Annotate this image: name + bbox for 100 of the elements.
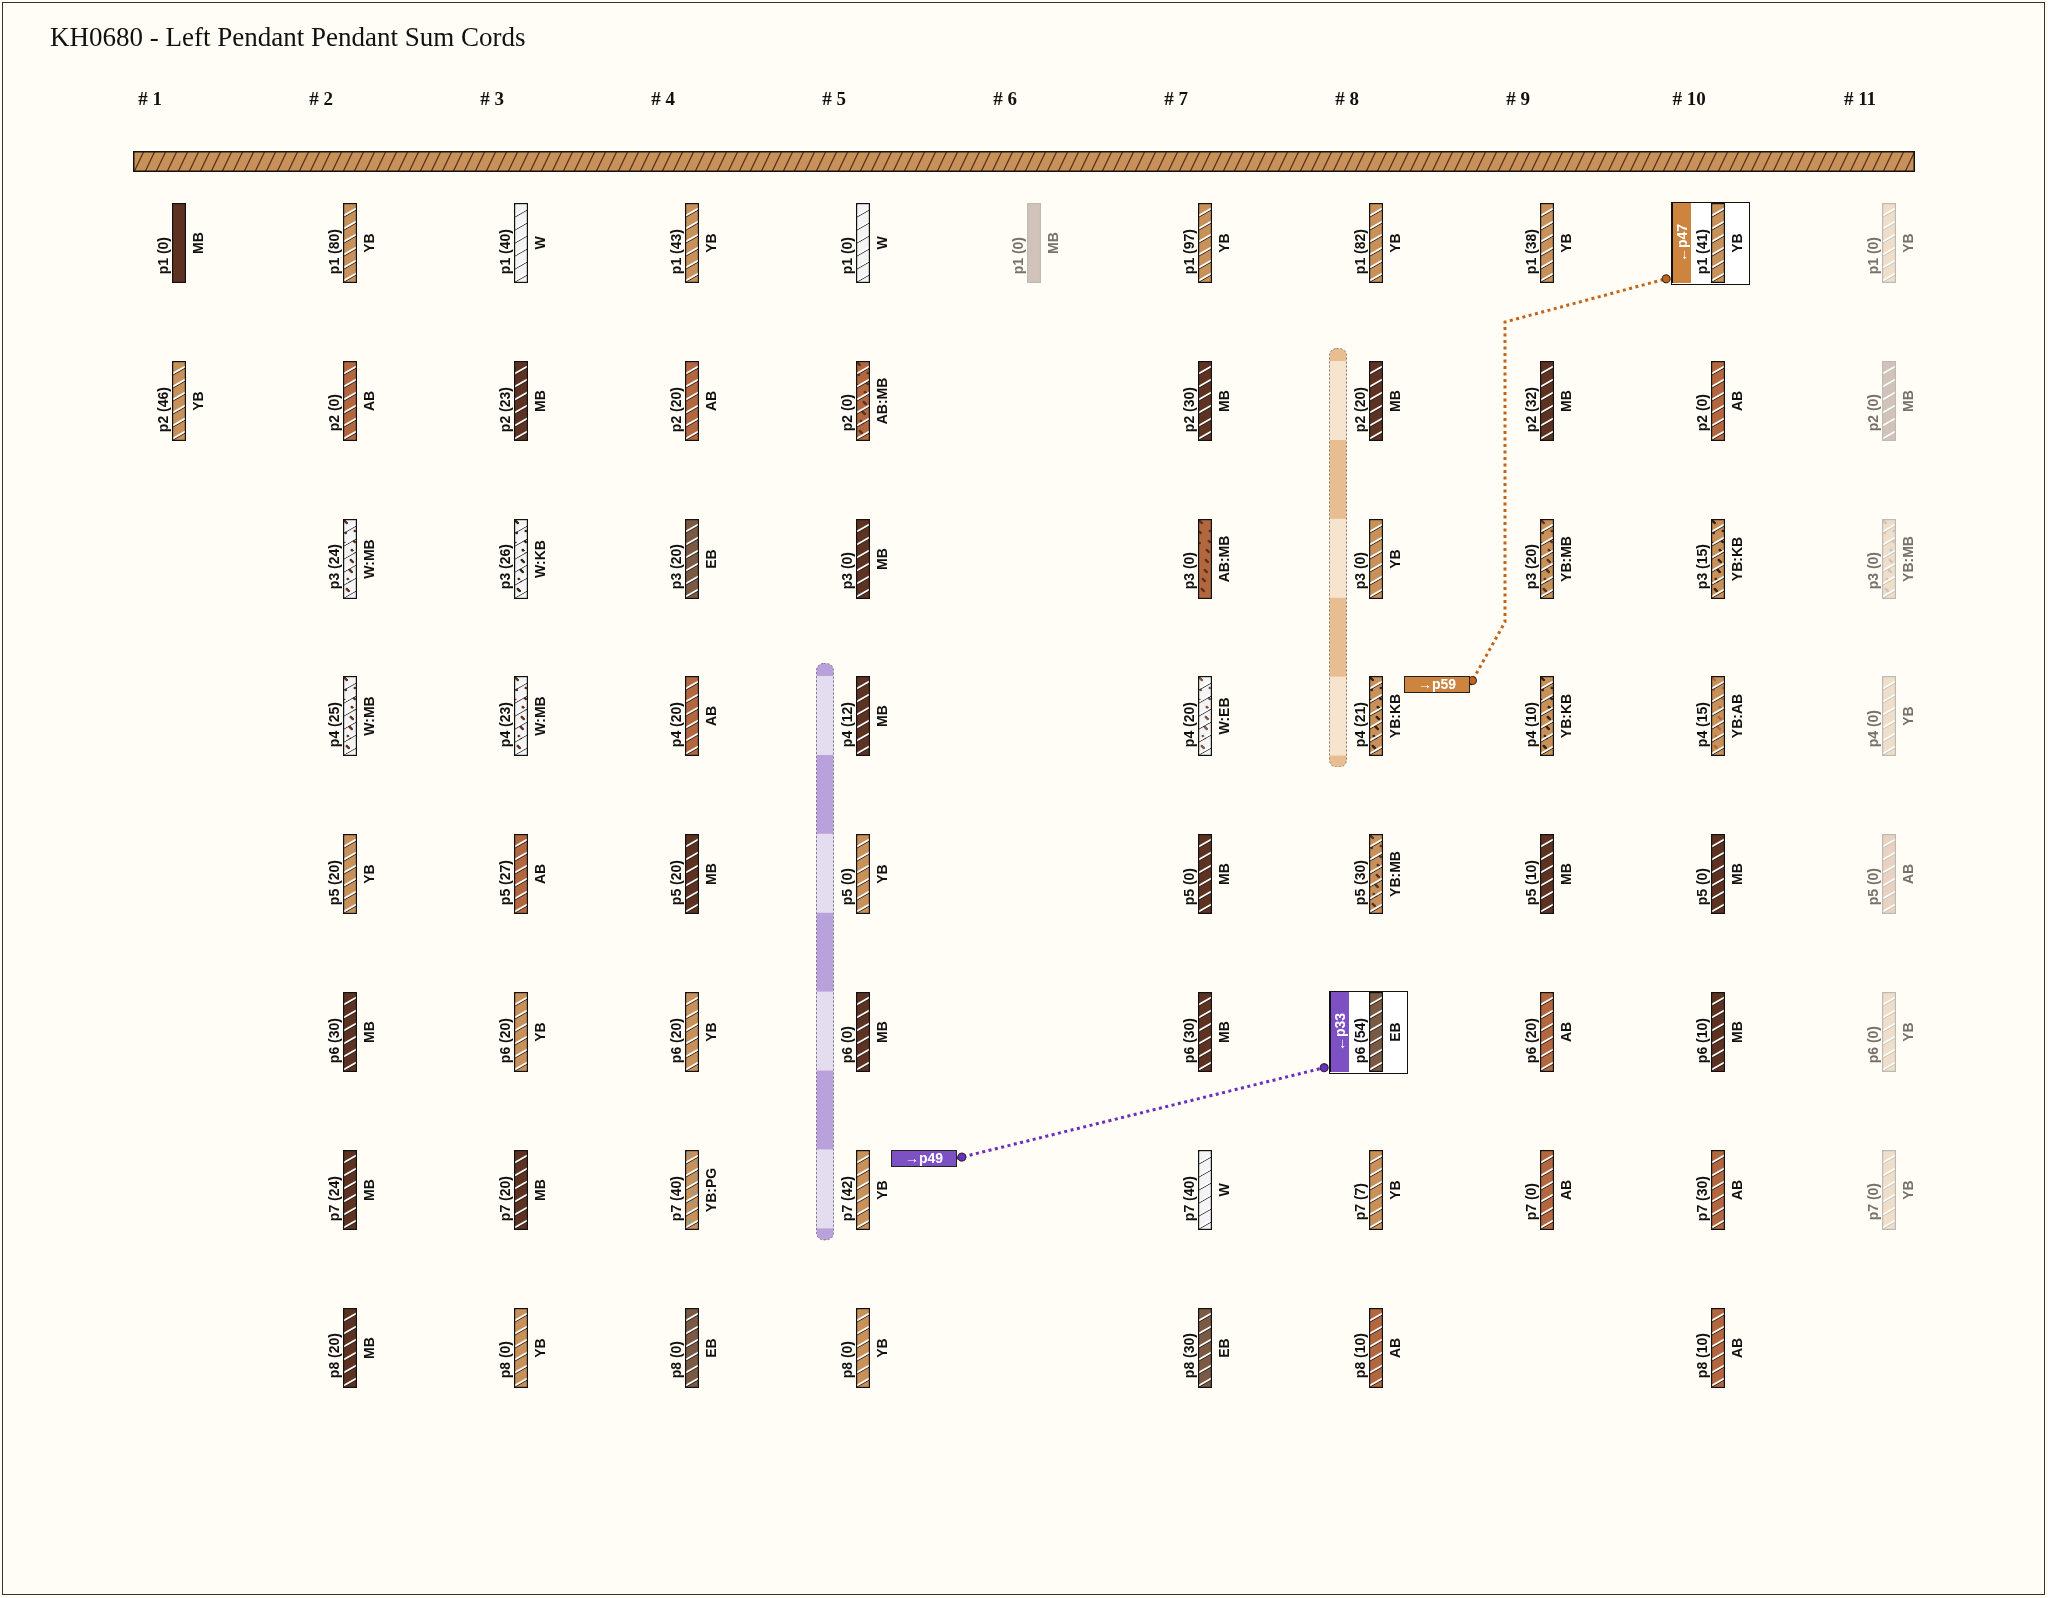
cord-label: p3 (0) [1352, 552, 1368, 590]
cord-label: p1 (38) [1523, 228, 1539, 274]
column-header: # 11 [1843, 88, 1877, 110]
color-code: W:MB [532, 696, 548, 737]
color-code: MB [1387, 389, 1403, 412]
sum-tag: →p59 [1404, 676, 1470, 694]
cord-label: p8 (10) [1352, 1333, 1368, 1379]
color-code: YB [874, 864, 890, 884]
cord-label: p7 (24) [326, 1175, 342, 1221]
sum-tag: ←p33 [1330, 991, 1349, 1072]
column-header: # 10 [1672, 88, 1706, 110]
cord-label: p2 (20) [668, 386, 684, 432]
cord-label: p3 (0) [839, 552, 855, 590]
color-code: YB [1387, 233, 1403, 253]
cord-label: p5 (10) [1523, 860, 1539, 906]
cord-label: p6 (20) [497, 1017, 513, 1063]
color-code: MB [1729, 1021, 1745, 1043]
cord-label: p7 (20) [497, 1175, 513, 1221]
highlight-box [1329, 990, 1408, 1074]
cord-label: p2 (0) [326, 394, 342, 432]
color-code: W:KB [532, 539, 548, 578]
color-code: YB [1900, 1180, 1916, 1200]
cord-label: p1 (80) [326, 228, 342, 274]
sum-tag: ←p47 [1672, 202, 1691, 283]
color-code: MB [1729, 863, 1745, 886]
color-code: MB [532, 1178, 548, 1201]
cord-label: p8 (0) [668, 1341, 684, 1379]
color-code: AB [1387, 1337, 1403, 1358]
color-code: MB [1558, 389, 1574, 412]
color-code: MB [703, 863, 719, 886]
color-code: AB [1900, 864, 1916, 885]
color-code: EB [1386, 1022, 1403, 1042]
color-code: YB [532, 1337, 548, 1358]
cord-label: p7 (30) [1694, 1175, 1710, 1221]
color-code: YB [1900, 1022, 1916, 1042]
color-code: AB [1729, 1337, 1745, 1358]
cord-label: p6 (20) [1523, 1017, 1539, 1063]
column-header: # 7 [1164, 88, 1188, 110]
color-code: W [874, 236, 890, 250]
cord-label: p5 (0) [1865, 867, 1881, 906]
cord-label: p7 (40) [668, 1175, 684, 1221]
color-code: YB [874, 1337, 890, 1358]
cord-label: p4 (21) [1352, 702, 1368, 748]
color-code: AB [1729, 1179, 1745, 1200]
color-code: YB:KB [1729, 536, 1745, 581]
color-code: YB [1216, 233, 1232, 253]
cord-label: p3 (20) [668, 544, 684, 590]
cord-label: p7 (7) [1352, 1183, 1368, 1221]
cord-label: p4 (20) [668, 702, 684, 748]
color-code: YB:KB [1558, 694, 1574, 739]
cord-label: p8 (10) [1694, 1333, 1710, 1379]
cord-label: p2 (0) [1865, 394, 1881, 432]
cord-label: p4 (0) [1865, 710, 1881, 748]
color-code: YB [361, 233, 377, 253]
color-code: YB [874, 1180, 890, 1200]
cord-label: p3 (0) [1865, 552, 1881, 590]
cord-label: p2 (0) [1694, 394, 1710, 432]
column-header: # 9 [1506, 88, 1530, 110]
color-code: AB:MB [874, 377, 890, 425]
cord-label: p2 (23) [497, 386, 513, 432]
highlight-box [1671, 201, 1750, 285]
color-code: MB [1900, 389, 1916, 412]
cord-label: p3 (24) [326, 544, 342, 590]
color-code: YB:AB [1729, 694, 1745, 739]
sum-tag: →p49 [891, 1149, 957, 1167]
cord-label: p5 (20) [668, 860, 684, 906]
cord-label: p3 (26) [497, 544, 513, 590]
color-code: MB [1558, 863, 1574, 886]
color-code: MB [874, 705, 890, 728]
cord-label: p4 (23) [497, 702, 513, 748]
cord-label: p6 (54) [1351, 1018, 1368, 1064]
cord-label: p7 (40) [1181, 1175, 1197, 1221]
cord-label: p8 (20) [326, 1333, 342, 1379]
cord-label: p5 (0) [1181, 867, 1197, 906]
color-code: AB [1558, 1021, 1574, 1043]
cord-label: p1 (0) [1865, 236, 1881, 274]
color-code: MB [361, 1178, 377, 1201]
color-code: W [532, 236, 548, 250]
color-code: YB [703, 233, 719, 253]
cord-label: p6 (30) [1181, 1017, 1197, 1063]
color-code: MB [361, 1336, 377, 1359]
color-code: W:MB [361, 696, 377, 737]
color-code: YB [1728, 233, 1745, 253]
color-code: YB [1558, 233, 1574, 253]
color-code: EB [703, 1337, 719, 1358]
color-code: YB:MB [1558, 535, 1574, 582]
color-code: AB [703, 706, 719, 727]
cord-label: p3 (0) [1181, 552, 1197, 590]
cord-label: p6 (0) [839, 1025, 855, 1063]
cord-label: p4 (12) [839, 702, 855, 748]
color-code: W:MB [361, 538, 377, 579]
column-header: # 2 [309, 88, 333, 110]
cord-label: p5 (0) [839, 867, 855, 906]
cord-label: p1 (82) [1352, 228, 1368, 274]
color-code: W [1216, 1183, 1232, 1197]
color-code: MB [874, 547, 890, 570]
color-code: YB [1387, 1180, 1403, 1200]
color-code: MB [1216, 863, 1232, 886]
cord-label: p4 (10) [1523, 702, 1539, 748]
cord-label: p5 (30) [1352, 860, 1368, 906]
